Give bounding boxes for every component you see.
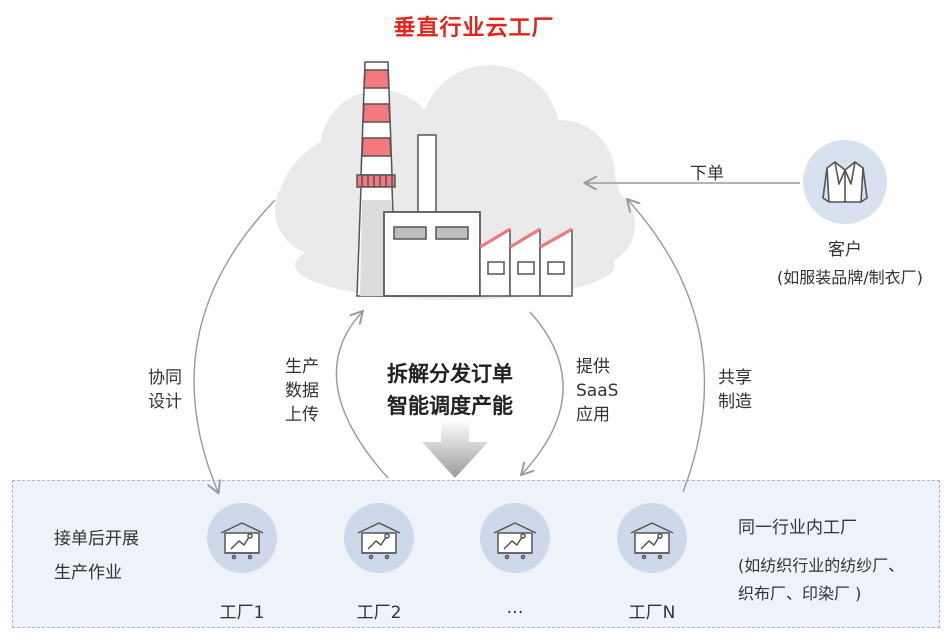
data-upload-line-3: 上传 bbox=[285, 405, 319, 425]
saas-line-3: 应用 bbox=[576, 405, 610, 425]
jacket-icon bbox=[822, 161, 868, 203]
factory-1-icon bbox=[207, 503, 277, 573]
center-line-2: 智能调度产能 bbox=[387, 394, 513, 418]
customer-avatar bbox=[803, 140, 887, 224]
data-upload-arrow bbox=[335, 312, 389, 479]
zone-left-line-2: 生产作业 bbox=[54, 563, 122, 583]
center-caption: 拆解分发订单 智能调度产能 bbox=[350, 358, 550, 422]
shared-mfg-arrow bbox=[628, 200, 706, 493]
factory-2-label: 工厂2 bbox=[356, 603, 402, 623]
workshop-icon bbox=[630, 522, 674, 560]
shared-mfg-line-1: 共享 bbox=[718, 368, 752, 388]
zone-right-desc: (如纺织行业的纺纱厂、 织布厂、印染厂 ) bbox=[738, 552, 904, 608]
saas-line-1: 提供 bbox=[576, 357, 610, 377]
center-line-1: 拆解分发订单 bbox=[387, 362, 513, 386]
data-upload-label: 生产 数据 上传 bbox=[285, 355, 319, 427]
factory-ellipsis-label: … bbox=[506, 598, 524, 618]
factory-1-label: 工厂1 bbox=[219, 603, 265, 623]
small-chimney bbox=[417, 134, 437, 216]
factory-3-icon bbox=[480, 503, 550, 573]
co-design-line-2: 设计 bbox=[148, 392, 182, 412]
factory-building bbox=[383, 211, 573, 297]
co-design-line-1: 协同 bbox=[148, 368, 182, 388]
data-upload-line-1: 生产 bbox=[285, 357, 319, 377]
zone-right-desc-line-1: (如纺织行业的纺纱厂、 bbox=[738, 556, 905, 575]
workshop-icon bbox=[493, 522, 537, 560]
zone-right-desc-line-2: 织布厂、印染厂 ) bbox=[738, 584, 862, 603]
co-design-arrow bbox=[193, 199, 276, 492]
order-label: 下单 bbox=[690, 164, 724, 184]
shared-mfg-line-2: 制造 bbox=[718, 392, 752, 412]
zone-left-label: 接单后开展 生产作业 bbox=[54, 522, 139, 590]
factory-2-icon bbox=[344, 503, 414, 573]
page-title: 垂直行业云工厂 bbox=[393, 16, 555, 41]
factory-n-icon bbox=[617, 503, 687, 573]
data-upload-line-2: 数据 bbox=[285, 381, 319, 401]
customer-name: 客户 bbox=[828, 240, 862, 260]
saas-arrow bbox=[522, 311, 564, 474]
saas-line-2: SaaS bbox=[576, 381, 619, 401]
workshop-icon bbox=[357, 522, 401, 560]
saas-label: 提供 SaaS 应用 bbox=[576, 355, 618, 427]
zone-left-line-1: 接单后开展 bbox=[54, 529, 139, 549]
shared-mfg-label: 共享 制造 bbox=[718, 366, 752, 414]
down-arrow bbox=[422, 420, 488, 478]
factory-n-label: 工厂N bbox=[628, 603, 676, 623]
factory-zone bbox=[12, 480, 940, 628]
customer-desc: (如服装品牌/制衣厂) bbox=[777, 268, 923, 287]
zone-right-title: 同一行业内工厂 bbox=[738, 518, 857, 538]
co-design-label: 协同 设计 bbox=[148, 366, 182, 414]
workshop-icon bbox=[220, 522, 264, 560]
